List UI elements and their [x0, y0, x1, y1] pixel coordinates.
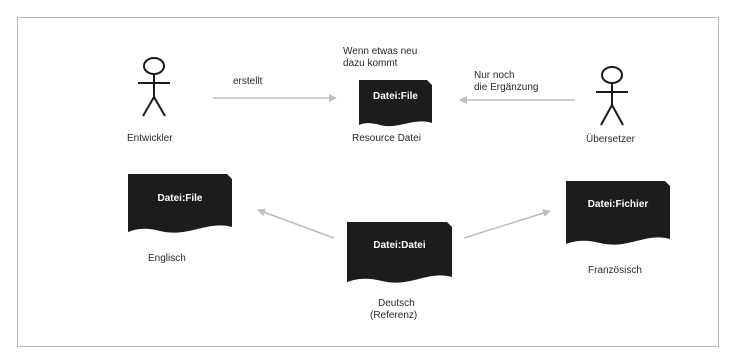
developer-label: Entwickler — [127, 133, 173, 144]
resource-document-caption: Resource Datei — [352, 133, 421, 144]
german-document-icon — [347, 222, 452, 283]
arrow-to-french — [463, 209, 551, 239]
arrow-to-english — [257, 208, 335, 239]
only-additions-label-line1: Nur noch — [474, 70, 515, 81]
french-document-label: Datei:Fichier — [587, 199, 649, 210]
german-document-label: Datei:Datei — [373, 240, 426, 251]
translator-label: Übersetzer — [586, 134, 635, 145]
resource-document-icon — [359, 80, 432, 127]
when-new-label-line2: dazu kommt — [343, 58, 398, 69]
when-new-label-line1: Wenn etwas neu — [343, 46, 418, 57]
english-document-caption: Englisch — [148, 253, 186, 264]
english-document-icon — [128, 174, 232, 233]
resource-document-label: Datei:File — [372, 91, 418, 102]
only-additions-label-line2: die Ergänzung — [474, 82, 539, 93]
creates-arrow-label: erstellt — [233, 76, 263, 87]
german-document-caption-line1: Deutsch — [378, 298, 415, 309]
german-document-caption-line2: (Referenz) — [370, 310, 418, 321]
translator-actor-icon — [596, 66, 628, 126]
developer-actor-icon — [138, 57, 170, 117]
english-document-label: Datei:File — [157, 193, 203, 204]
french-document-caption: Französisch — [588, 265, 642, 276]
french-document-icon — [566, 181, 670, 245]
